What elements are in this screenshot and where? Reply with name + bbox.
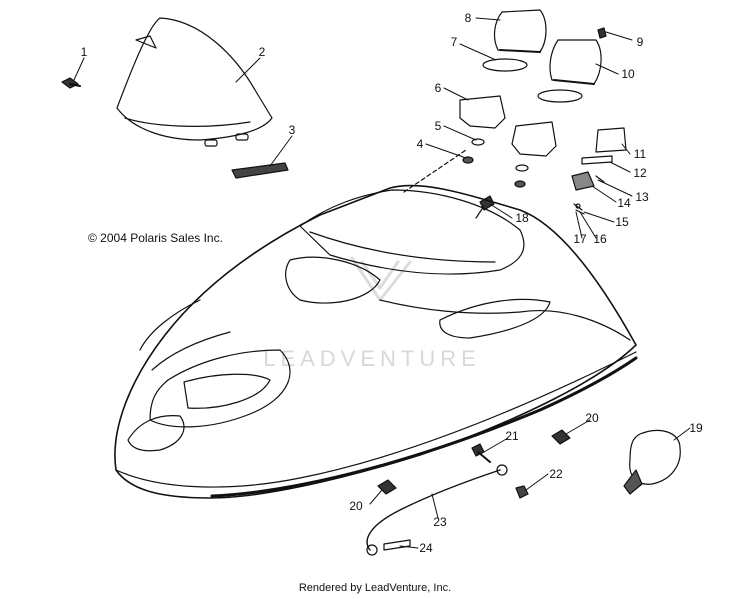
callout-12: 12 <box>633 166 647 180</box>
callout-4: 4 <box>417 137 424 151</box>
callout-15: 15 <box>615 215 629 229</box>
footer-credit: Rendered by LeadVenture, Inc. <box>298 582 452 594</box>
callout-3: 3 <box>289 123 296 137</box>
part-10-gauge <box>549 39 602 85</box>
watermark: LEADVENTURE <box>263 256 481 371</box>
part-1-screw <box>61 77 81 89</box>
part-12-13-14-bracket <box>571 155 613 191</box>
callout-9: 9 <box>637 35 644 49</box>
callout-21: 21 <box>505 429 519 443</box>
part-21-bolt <box>471 443 491 463</box>
callout-17: 17 <box>573 232 587 246</box>
callout-20-lower: 20 <box>349 499 363 513</box>
assembly-line <box>403 149 467 193</box>
callout-19: 19 <box>689 421 703 435</box>
callout-2: 2 <box>259 45 266 59</box>
part-15-16-17-pins <box>573 203 585 215</box>
part-6-bezel <box>459 95 557 157</box>
part-22-nut <box>515 485 529 499</box>
hood <box>114 184 638 499</box>
part-20-clip <box>377 429 571 495</box>
part-24-pin <box>383 539 411 551</box>
callout-14: 14 <box>617 196 631 210</box>
part-5-grommet <box>471 138 529 172</box>
callout-6: 6 <box>435 81 442 95</box>
callout-18: 18 <box>515 211 529 225</box>
callout-23: 23 <box>433 515 447 529</box>
part-8-gauge <box>493 9 547 53</box>
part-4-fastener <box>462 156 526 188</box>
leader-lines <box>73 17 691 549</box>
watermark-text: LEADVENTURE <box>263 346 481 371</box>
callout-13: 13 <box>635 190 649 204</box>
callout-16: 16 <box>593 232 607 246</box>
callout-20-upper: 20 <box>585 411 599 425</box>
part-7-ring <box>482 58 583 103</box>
callout-24: 24 <box>419 541 433 555</box>
part-23-tether <box>366 464 508 556</box>
callout-10: 10 <box>621 67 635 81</box>
callout-5: 5 <box>435 119 442 133</box>
part-11-indicator <box>595 127 627 153</box>
part-19-mirror <box>623 429 681 495</box>
part-3-trim-strip <box>231 162 289 179</box>
callout-11: 11 <box>634 147 647 161</box>
callout-22: 22 <box>549 467 563 481</box>
callout-1: 1 <box>81 45 88 59</box>
part-2-windshield <box>116 17 273 147</box>
part-9-bulb <box>597 27 607 39</box>
callout-labels: 1 2 3 4 5 6 7 8 9 10 11 12 13 14 15 16 1… <box>81 11 703 555</box>
copyright-notice: © 2004 Polaris Sales Inc. <box>88 231 223 245</box>
callout-8: 8 <box>465 11 472 25</box>
callout-7: 7 <box>451 35 458 49</box>
